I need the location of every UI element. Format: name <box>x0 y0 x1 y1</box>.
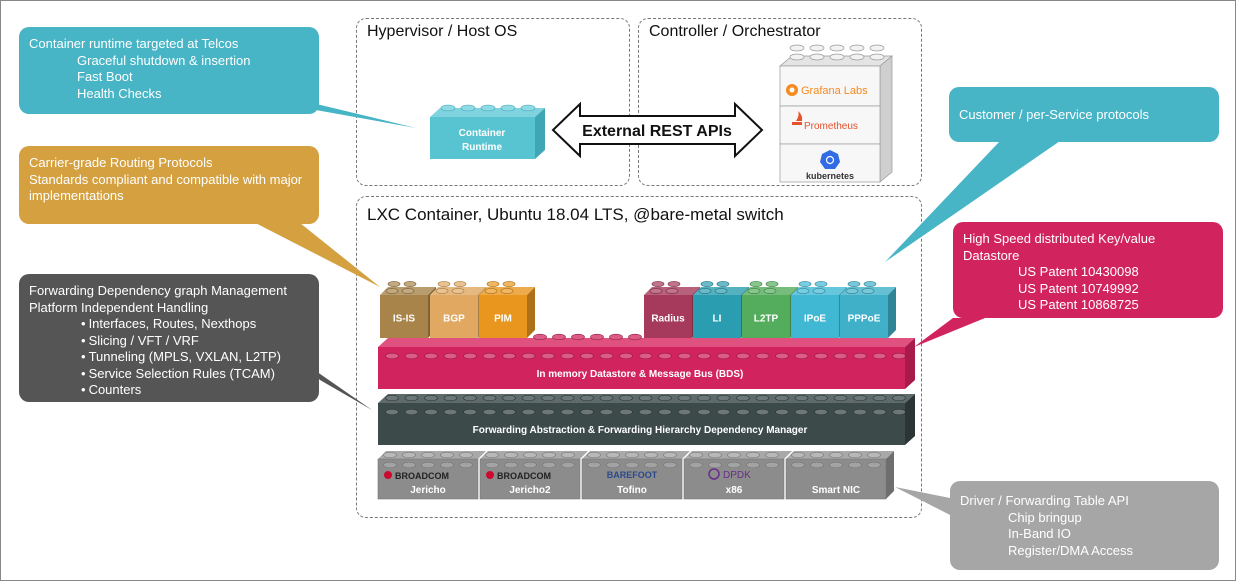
container-runtime-brick: Container Runtime <box>430 104 545 159</box>
protocol-block-li-label: LI <box>713 314 722 325</box>
datastore-item: US Patent 10430098 <box>1018 264 1139 279</box>
forwarding-bullet: Interfaces, Routes, Nexthops <box>29 316 309 333</box>
protocol-block-li: LI <box>693 281 749 338</box>
telco-callout: Container runtime targeted at Telcos Gra… <box>19 27 319 114</box>
lxc-box: LXC Container, Ubuntu 18.04 LTS, @bare-m… <box>356 196 922 518</box>
hw-brand: DPDK <box>723 470 751 481</box>
hw-block-jericho: BROADCOM Jericho <box>377 451 486 500</box>
hw-brand: BROADCOM <box>395 471 449 481</box>
container-runtime-label: Container <box>459 128 506 139</box>
grafana-logo: Grafana Labs <box>786 84 868 97</box>
protocol-block-pim-label: PIM <box>494 314 512 325</box>
protocol-block-radius-label: Radius <box>651 314 685 325</box>
driver-item: In-Band IO <box>1008 526 1071 541</box>
protocol-block-pppoe: PPPoE <box>840 281 896 338</box>
customer-pointer <box>885 141 1060 262</box>
routing-line: implementations <box>29 188 124 203</box>
bds-label: In memory Datastore & Message Bus (BDS) <box>537 369 744 380</box>
fwd-layer: Forwarding Abstraction & Forwarding Hier… <box>378 394 915 445</box>
hw-label: Smart NIC <box>812 485 860 496</box>
hw-block-tofino: BAREFOOT Tofino <box>581 451 690 500</box>
kubernetes-label: kubernetes <box>806 171 854 181</box>
forwarding-bullet: Counters <box>29 382 309 399</box>
protocol-block-is-is: IS-IS <box>380 281 436 338</box>
hw-label: Jericho <box>410 485 446 496</box>
hw-block-jericho2: BROADCOM Jericho2 <box>479 451 588 500</box>
datastore-line: Datastore <box>963 247 1020 263</box>
routing-line: Carrier-grade Routing Protocols <box>29 155 213 170</box>
container-runtime-studs <box>440 104 536 112</box>
protocol-block-is-is-label: IS-IS <box>393 314 416 325</box>
hw-block-smart-nic: Smart NIC <box>785 451 894 500</box>
external-api-label: External REST APIs <box>582 123 732 140</box>
dpdk-logo-icon <box>708 468 720 480</box>
protocol-block-l2tp: L2TP <box>742 281 798 338</box>
controller-box: Controller / Orchestrator <box>638 18 922 186</box>
hypervisor-box: Hypervisor / Host OS <box>356 18 630 186</box>
customer-callout: Customer / per-Service protocols <box>949 87 1219 142</box>
driver-item: Register/DMA Access <box>1008 542 1133 558</box>
routing-callout: Carrier-grade Routing Protocols Standard… <box>19 146 319 224</box>
hypervisor-title: Hypervisor / Host OS <box>367 23 518 40</box>
orchestrator-stack: Grafana Labs Prometheus kubernetes <box>779 44 893 183</box>
hardware-blocks: BROADCOM Jericho BROADCOM Jericho2 BAREFOOT T… <box>377 451 894 500</box>
hw-brand: BROADCOM <box>497 471 551 481</box>
lxc-title: LXC Container, Ubuntu 18.04 LTS, @bare-m… <box>367 205 784 224</box>
hw-label: Jericho2 <box>509 485 551 496</box>
customer-title: Customer / per-Service protocols <box>959 107 1150 122</box>
telco-item: Health Checks <box>77 85 162 101</box>
forwarding-bullet: Tunneling (MPLS, VXLAN, L2TP) <box>29 349 309 366</box>
routing-pointer <box>240 215 380 287</box>
datastore-callout: High Speed distributed Key/value Datasto… <box>953 222 1223 318</box>
protocol-block-pim: PIM <box>479 281 535 338</box>
fwd-label: Forwarding Abstraction & Forwarding Hier… <box>473 425 808 436</box>
hw-label: Tofino <box>617 485 647 496</box>
forwarding-line: Forwarding Dependency graph Management <box>29 283 287 298</box>
datastore-pointer <box>914 318 985 347</box>
container-runtime-label: Runtime <box>462 142 502 153</box>
protocol-block-l2tp-label: L2TP <box>754 314 779 325</box>
hw-label: x86 <box>726 485 743 496</box>
broadcom-logo-icon <box>384 471 392 479</box>
datastore-line: High Speed distributed Key/value <box>963 231 1156 246</box>
telco-title: Container runtime targeted at Telcos <box>29 36 239 51</box>
protocol-block-bgp: BGP <box>430 281 486 338</box>
protocol-block-bgp-label: BGP <box>443 314 465 325</box>
protocol-block-ipoe-label: IPoE <box>804 314 827 325</box>
forwarding-line: Platform Independent Handling <box>29 299 209 315</box>
forwarding-bullet: Service Selection Rules (TCAM) <box>29 366 309 383</box>
prometheus-label: Prometheus <box>804 121 858 132</box>
datastore-item: US Patent 10749992 <box>1018 280 1139 296</box>
driver-pointer <box>895 487 960 520</box>
routing-line: Standards compliant and compatible with … <box>29 171 303 187</box>
driver-callout: Driver / Forwarding Table API Chip bring… <box>950 481 1219 570</box>
grafana-label: Grafana Labs <box>801 85 868 97</box>
bds-layer: In memory Datastore & Message Bus (BDS) <box>378 333 915 389</box>
telco-item: Fast Boot <box>77 69 133 84</box>
datastore-item: US Patent 10868725 <box>1018 297 1139 312</box>
driver-item: Chip bringup <box>1008 509 1082 525</box>
protocol-block-pppoe-label: PPPoE <box>848 314 881 325</box>
driver-title: Driver / Forwarding Table API <box>960 493 1129 508</box>
controller-title: Controller / Orchestrator <box>649 23 821 40</box>
hw-block-x86: DPDK x86 <box>683 451 792 500</box>
protocol-blocks: IS-IS BGP PIM Radius LI L2TP IPoE PPPoE <box>380 281 896 338</box>
protocol-block-radius: Radius <box>644 281 700 338</box>
protocol-block-ipoe: IPoE <box>791 281 847 338</box>
hw-brand: BAREFOOT <box>607 470 658 480</box>
forwarding-callout: Forwarding Dependency graph Management P… <box>19 274 319 402</box>
forwarding-bullet: Slicing / VFT / VRF <box>29 333 309 350</box>
external-api-arrow: External REST APIs <box>551 101 764 159</box>
kubernetes-logo: kubernetes <box>806 150 854 181</box>
broadcom-logo-icon <box>486 471 494 479</box>
prometheus-logo: Prometheus <box>792 111 858 132</box>
telco-item: Graceful shutdown & insertion <box>77 52 251 68</box>
